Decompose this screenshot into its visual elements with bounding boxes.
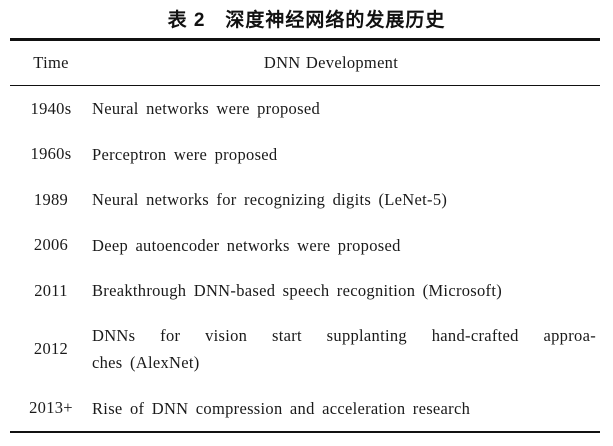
table-top-rule <box>10 38 600 41</box>
event-line: Rise of DNN compression and acceleration… <box>92 398 471 418</box>
event-line: Deep autoencoder networks were proposed <box>92 235 401 255</box>
event-line: Perceptron were proposed <box>92 144 278 164</box>
event-cell: Neural networks for recognizing digits (… <box>92 186 600 213</box>
table-row: 1940s Neural networks were proposed <box>10 86 600 132</box>
event-line: DNNs for vision start supplanting hand-c… <box>92 326 596 346</box>
event-cell: Breakthrough DNN-based speech recognitio… <box>92 277 600 304</box>
event-line: Breakthrough DNN-based speech recognitio… <box>92 281 503 301</box>
time-cell: 2012 <box>33 339 69 359</box>
column-header-dnn-development: DNN Development <box>263 53 399 72</box>
table-header-rule <box>10 84 600 86</box>
table-row: 2013+ Rise of DNN compression and acceler… <box>10 385 600 431</box>
table-row: 1989 Neural networks for recognizing digi… <box>10 177 600 223</box>
time-cell: 2013+ <box>29 398 73 418</box>
time-cell: 1960s <box>30 144 72 164</box>
event-cell: Perceptron were proposed <box>92 141 600 168</box>
time-cell: 1940s <box>30 98 72 118</box>
table-body: 1940s Neural networks were proposed 1960s P… <box>10 86 600 431</box>
table-row: 2012 DNNs for vision start supplanting ha… <box>10 313 600 385</box>
event-cell: Neural networks were proposed <box>92 95 600 122</box>
time-cell: 2011 <box>34 280 68 300</box>
column-header-time: Time <box>33 52 69 72</box>
table-header-row: Time DNN Development <box>10 41 600 85</box>
table-row: 2011 Breakthrough DNN-based speech recogn… <box>10 268 600 314</box>
table-row: 2006 Deep autoencoder networks were propo… <box>10 222 600 268</box>
event-line: ches (AlexNet) <box>92 353 200 373</box>
time-cell: 2006 <box>33 235 69 255</box>
event-line: Neural networks for recognizing digits (… <box>92 190 448 210</box>
event-cell: Rise of DNN compression and acceleration… <box>92 395 600 422</box>
table-bottom-rule <box>10 430 600 434</box>
event-cell: Deep autoencoder networks were proposed <box>92 232 600 259</box>
time-cell: 1989 <box>33 189 69 209</box>
event-line: Neural networks were proposed <box>92 99 321 119</box>
event-cell: DNNs for vision start supplanting hand-c… <box>92 322 600 376</box>
table-row: 1960s Perceptron were proposed <box>10 131 600 177</box>
table-caption: 表 2 深度神经网络的发展历史 <box>167 10 446 31</box>
